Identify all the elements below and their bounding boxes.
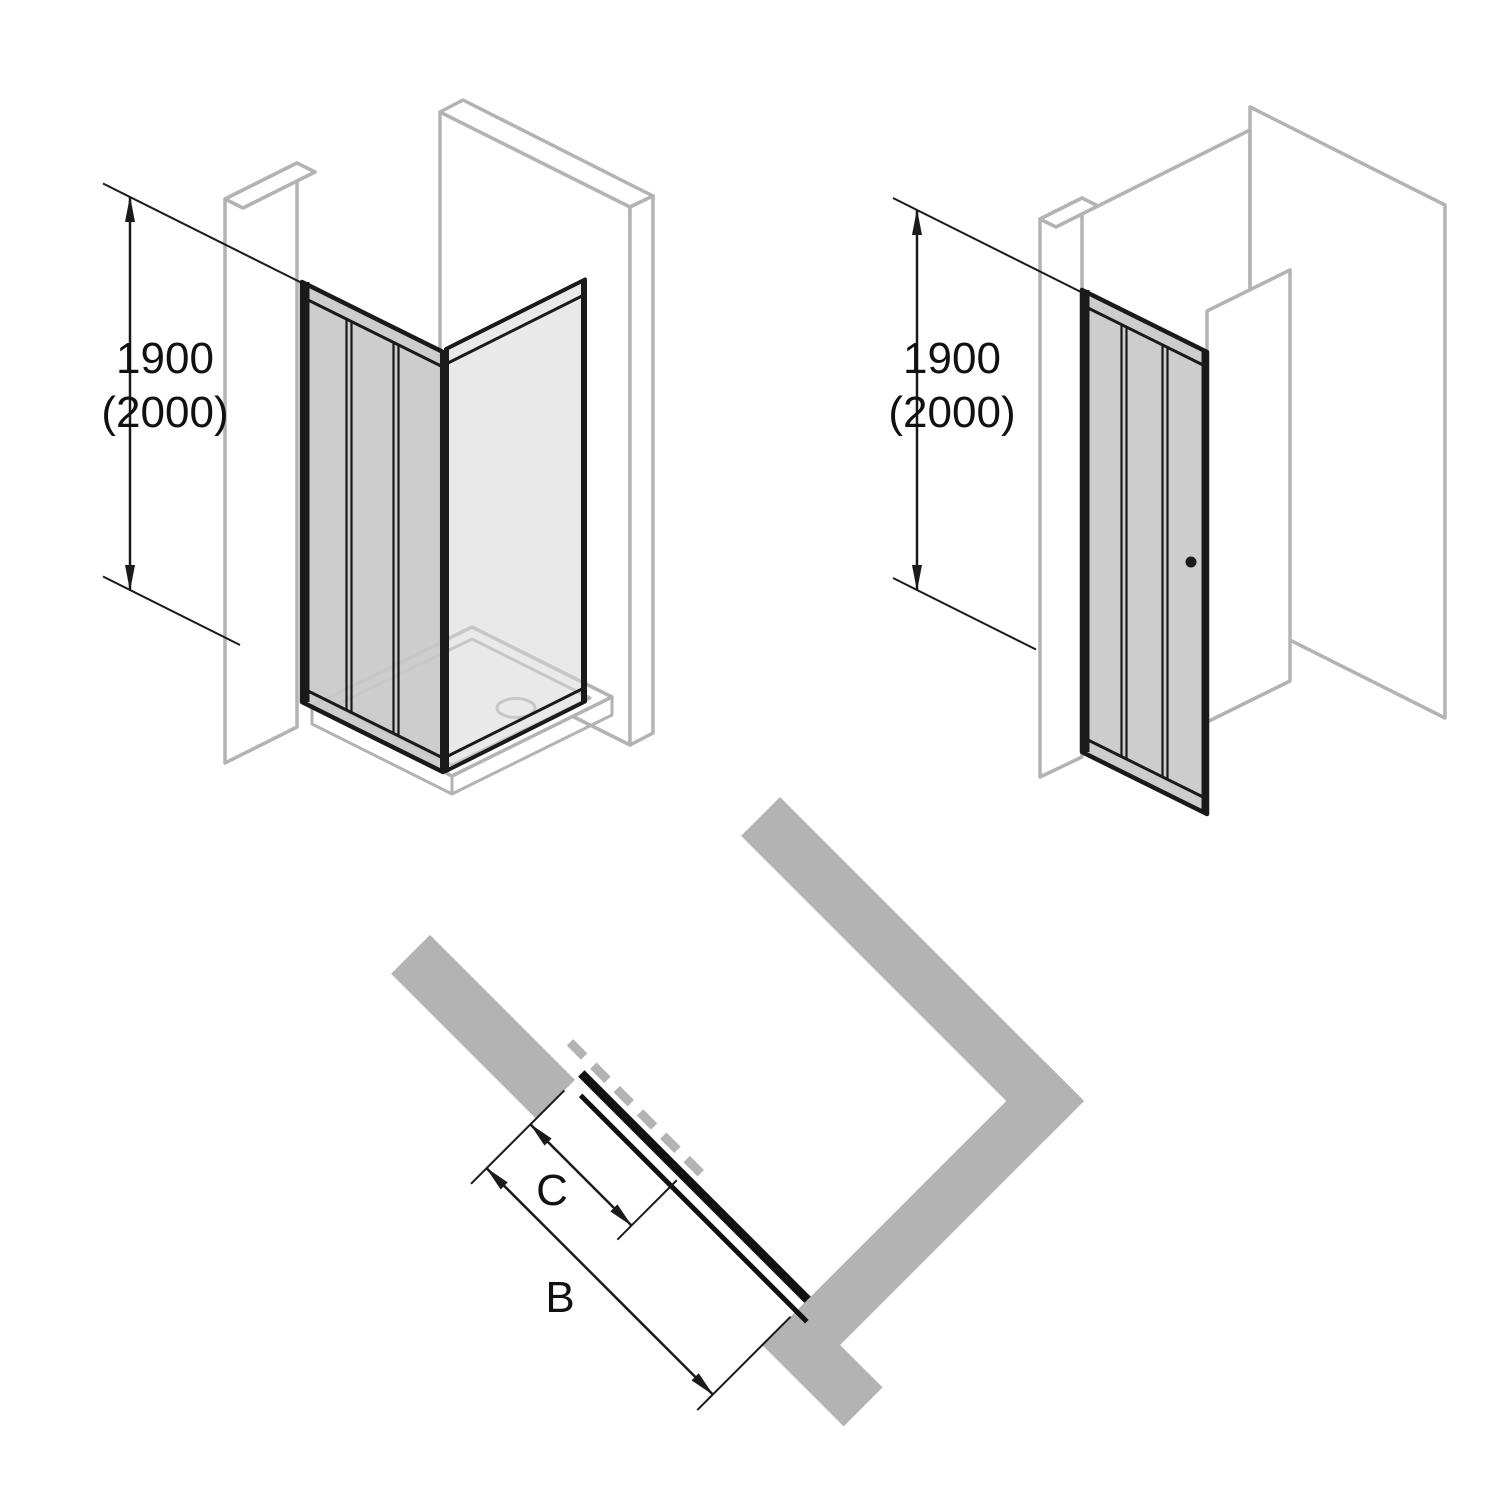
right-jamb-face [1205,268,1292,724]
recess-door-glass [1082,290,1207,814]
side-panel-top-rail [445,293,586,366]
plan-extension-mid [616,1179,678,1241]
overall-width-label: B [545,1273,574,1322]
recess-sliding-door [1079,287,1210,817]
recess-walls-outline [1038,105,1447,779]
left-wall-face [223,161,299,765]
back-wall-side [628,194,655,747]
left-jamb-top [1038,196,1100,229]
recess-isometric-view: 1900 (2000) [888,105,1447,817]
height-value-alt: (2000) [888,388,1015,437]
height-value-alt: (2000) [101,388,228,437]
plan-view: C B [391,797,1085,1427]
recess-door-bottom-rail [1081,735,1208,801]
door-glass [302,282,443,772]
plan-wall-left [391,934,575,1119]
height-dimension-right: 1900 (2000) [888,197,1087,651]
plan-wall-back [741,797,1085,1140]
side-panel-bottom-rail [445,686,586,759]
extension-line-bottom [892,577,1037,651]
height-dimension-left: 1900 (2000) [101,182,313,646]
tray-skirt-left [310,706,454,796]
extension-line-bottom [102,575,241,646]
plan-extension-right [696,1316,792,1411]
corner-entry-isometric-view: 1900 (2000) [101,98,655,796]
plan-wall-return-stub [762,1306,883,1427]
left-jamb-face [1038,196,1084,779]
side-panel-glass [446,279,585,771]
back-wall-top-edge [1097,128,1251,208]
left-wall-outline [223,161,317,765]
recess-door-top-rail [1081,303,1208,369]
overall-width-dimension-arrow [485,1167,714,1396]
plan-rotated-group [391,797,1085,1427]
plan-door-closed-line [578,1070,811,1303]
plan-wall-right [762,1062,1085,1384]
door-knob [1185,556,1197,568]
extension-line-top [892,197,1087,296]
left-wall-top [223,161,317,210]
door-top-rail [301,295,444,369]
entry-width-label: C [536,1166,568,1215]
door-bottom-rail [301,686,444,760]
plan-door-open-position-dashed [566,1039,712,1184]
extension-line-top [102,182,313,289]
tray-skirt-right [451,697,614,796]
height-value: 1900 [903,334,1001,383]
sliding-door [299,279,449,775]
side-panel [444,277,587,773]
height-value: 1900 [116,334,214,383]
